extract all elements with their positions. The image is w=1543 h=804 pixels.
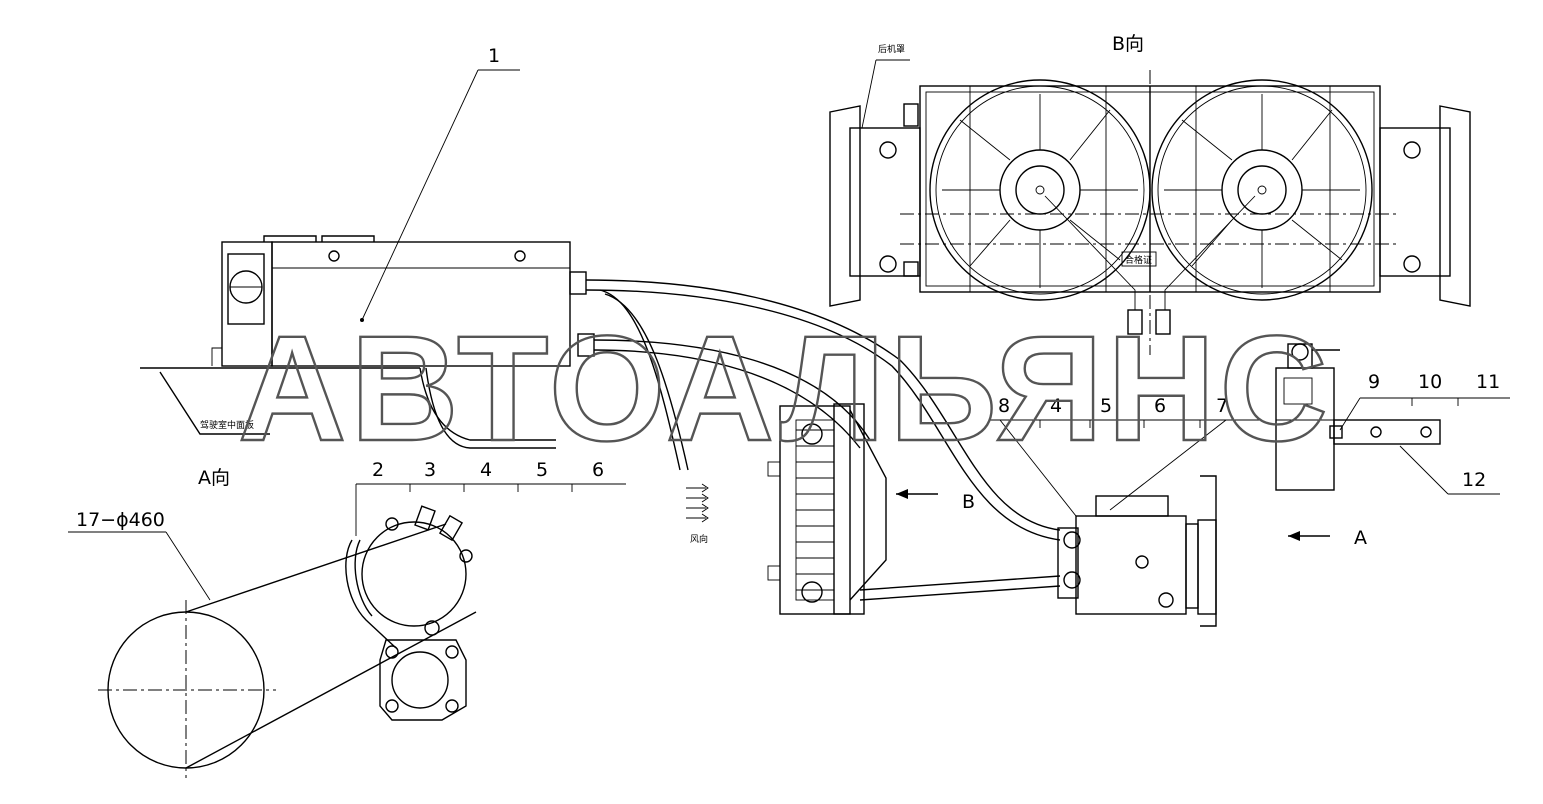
callout-6-mid: 6 xyxy=(1154,395,1166,417)
condenser-side-view xyxy=(767,403,938,615)
callouts-mid: 8 4 5 6 7 xyxy=(990,395,1260,517)
callout-3: 3 xyxy=(424,459,436,481)
callout-5-mid: 5 xyxy=(1100,395,1112,417)
a-view-pulley: A向 2 3 4 5 6 17−ϕ460 xyxy=(68,459,626,778)
cab-panel-label: 驾驶室中面板 xyxy=(200,419,254,431)
callout-1: 1 xyxy=(488,45,500,67)
b-view-label: B向 xyxy=(1112,33,1144,55)
callout-6-left: 6 xyxy=(592,459,604,481)
callout-4-left: 4 xyxy=(480,459,492,481)
callout-9: 9 xyxy=(1368,371,1380,393)
callout-7: 7 xyxy=(1216,395,1228,417)
condenser-fan-assembly: B向 后机罩 xyxy=(829,33,1471,355)
compressor: B A xyxy=(962,475,1367,627)
callout-8: 8 xyxy=(998,395,1010,417)
callout-4-mid: 4 xyxy=(1050,395,1062,417)
a-view-label: A向 xyxy=(198,467,230,489)
callout-11: 11 xyxy=(1476,371,1500,393)
callout-10: 10 xyxy=(1418,371,1442,393)
wind-direction-label: 风向 xyxy=(690,533,708,545)
rear-hood-label: 后机罩 xyxy=(878,43,905,55)
arrow-a-label: A xyxy=(1354,527,1367,549)
qualified-label: 合格证 xyxy=(1125,254,1152,266)
receiver-drier xyxy=(1275,343,1441,491)
diameter-label: 17−ϕ460 xyxy=(76,509,165,531)
callouts-right: 9 10 11 12 xyxy=(1339,371,1510,495)
arrow-b-label: B xyxy=(962,491,975,513)
callout-2: 2 xyxy=(372,459,384,481)
evaporator-unit: 1 驾驶室中面板 xyxy=(140,45,595,449)
callout-5-left: 5 xyxy=(536,459,548,481)
watermark-text: АВТОАЛЬЯНС xyxy=(238,304,1332,472)
callout-12: 12 xyxy=(1462,469,1486,491)
